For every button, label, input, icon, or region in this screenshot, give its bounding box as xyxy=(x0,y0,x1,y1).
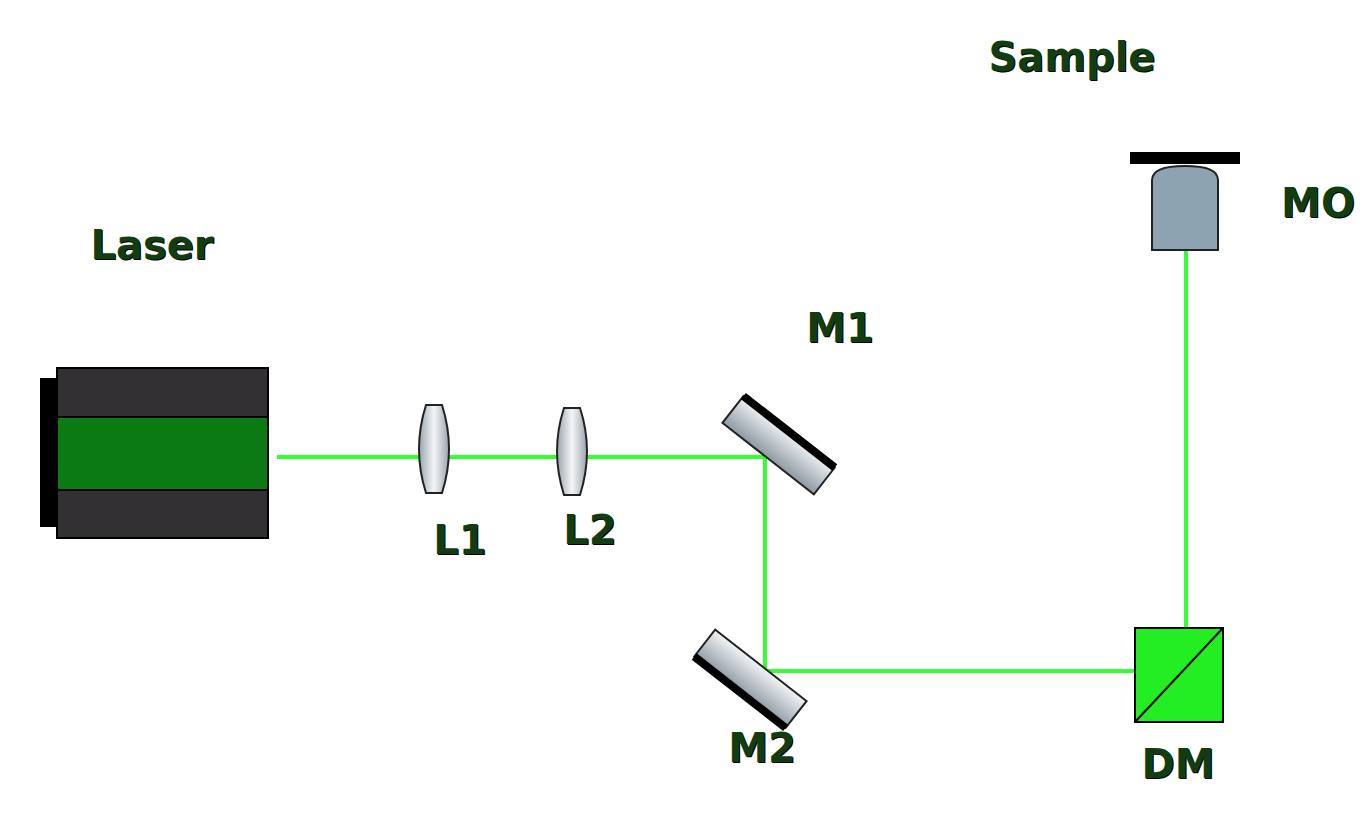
lens-symbol xyxy=(419,405,449,493)
laser-beam xyxy=(1184,250,1188,628)
lens-symbol xyxy=(557,408,587,495)
laser-body xyxy=(57,368,268,538)
dichroic-mirror xyxy=(1135,628,1223,722)
part-label: M2 xyxy=(728,728,796,768)
sample-plate xyxy=(1130,152,1240,164)
laser-back xyxy=(40,378,58,527)
mirror-symbol xyxy=(722,393,837,494)
part-label: MO xyxy=(1281,183,1355,223)
part-label: M1 xyxy=(806,308,874,348)
laser-beam xyxy=(277,457,1136,671)
microscope-objective xyxy=(1152,166,1218,250)
mirror-symbol xyxy=(692,630,807,731)
laser-band xyxy=(57,417,268,490)
part-label: Sample xyxy=(989,37,1156,77)
part-label: DM xyxy=(1141,744,1214,784)
part-label: Laser xyxy=(90,225,213,265)
part-label: L1 xyxy=(433,520,486,560)
dichroic-diagonal xyxy=(1135,628,1223,722)
part-label: L2 xyxy=(563,510,616,550)
